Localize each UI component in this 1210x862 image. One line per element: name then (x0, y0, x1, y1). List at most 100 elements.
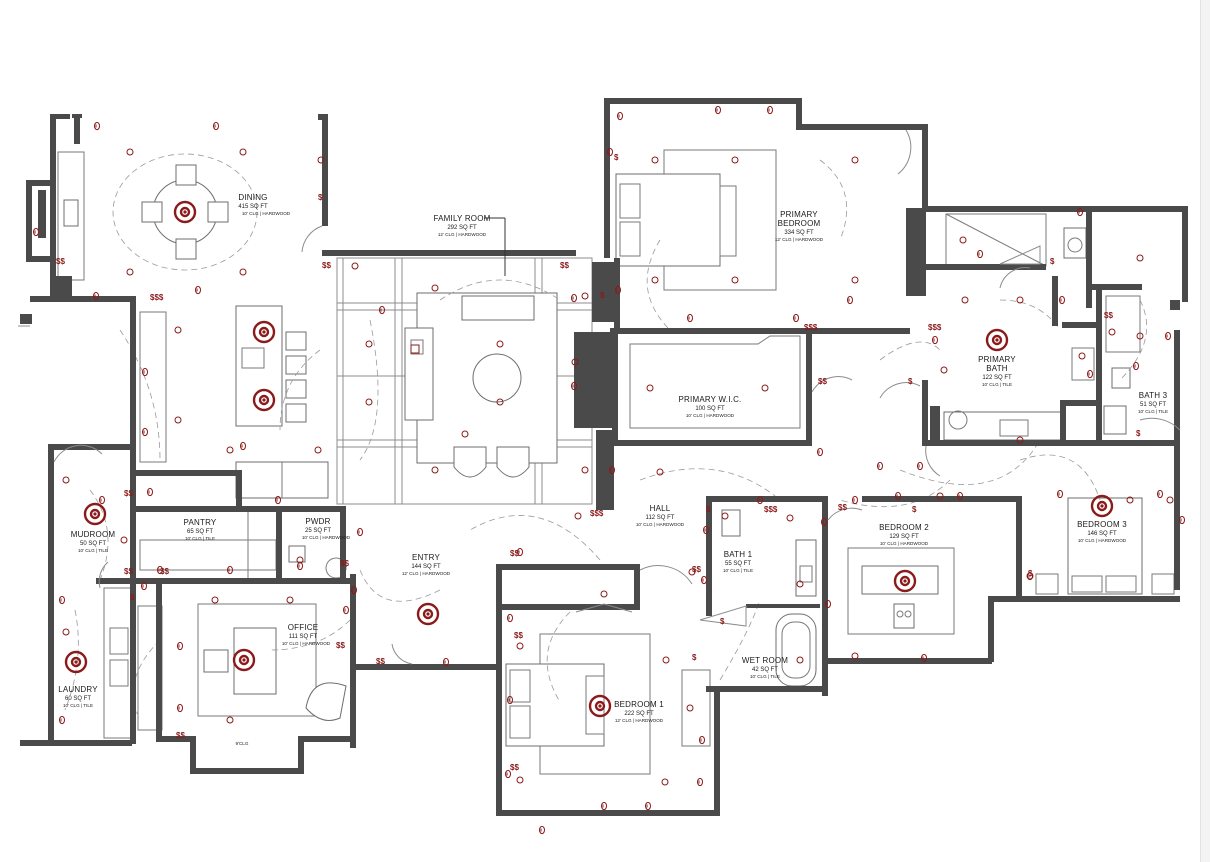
pendant-light-center (262, 330, 266, 334)
pendant-light (232, 648, 256, 672)
duplex-outlet (571, 381, 577, 391)
wall-switch: $ (318, 193, 323, 202)
wall-switch: $$ (322, 261, 331, 270)
recessed-light (651, 156, 659, 164)
room-area: 111 SQ FT (289, 634, 318, 640)
room-area: 25 SQ FT (305, 528, 331, 534)
pendant-light-center (995, 338, 999, 342)
room-ceiling: 10' CLG | TILE (750, 674, 780, 679)
duplex-outlet (703, 525, 709, 535)
pendant-light-ring (258, 394, 270, 406)
duplex-outlet (817, 447, 823, 457)
duplex-outlet (59, 715, 65, 725)
duplex-outlet (687, 313, 693, 323)
wall-switch: $$ (336, 641, 345, 650)
wall-switch: $$ (514, 631, 523, 640)
room-name: BEDROOM 1 (614, 700, 664, 709)
duplex-outlet (517, 547, 523, 557)
recessed-light (656, 468, 664, 476)
pendant-light-center (183, 210, 187, 214)
wall-switch: $$ (838, 503, 847, 512)
recessed-light (286, 596, 294, 604)
duplex-outlet (1027, 571, 1033, 581)
room-area: 51 SQ FT (1140, 402, 1166, 408)
recessed-light (600, 590, 608, 598)
pendant-light-center (262, 398, 266, 402)
duplex-outlet (93, 291, 99, 301)
wall-switch: $ (600, 291, 605, 300)
room-name: ENTRY (412, 553, 440, 562)
room-ceiling: 10' CLG | TILE (982, 382, 1012, 387)
chair (141, 201, 163, 223)
room-ceiling: 10' CLG | HARDWOOD (880, 541, 929, 546)
duplex-outlet (715, 105, 721, 115)
room-area: 146 SQ FT (1087, 531, 1117, 537)
recessed-light (461, 430, 469, 438)
wall-switch: $ (912, 505, 917, 514)
pendant-light-center (93, 512, 97, 516)
electrical-layer: $$$$$$$$$$$$$$$$$$$$$$$$$$$$$$$$$$$$$$$$… (33, 105, 1185, 835)
recessed-light (126, 268, 134, 276)
room-ceiling: 10' CLG | HARDWOOD (1078, 538, 1127, 543)
room-name: BEDROOM 2 (879, 523, 929, 532)
pendant-light-ring (1096, 500, 1108, 512)
recessed-light (496, 340, 504, 348)
duplex-outlet (539, 825, 545, 835)
room-name: PWDR (305, 517, 330, 526)
wall-switch: $ (720, 617, 725, 626)
wall-switch: $ (1050, 257, 1055, 266)
room-name: DINING (238, 193, 267, 202)
scrollbar-track[interactable] (1200, 0, 1210, 862)
wall-switch: $$ (160, 567, 169, 576)
recessed-light (686, 704, 694, 712)
duplex-outlet (142, 427, 148, 437)
room-area: 112 SQ FT (646, 515, 675, 521)
duplex-outlet (571, 293, 577, 303)
recessed-light (516, 642, 524, 650)
kitchen-island (235, 305, 283, 427)
pendant-light-ring (422, 608, 434, 620)
recessed-light (351, 262, 359, 270)
duplex-outlet (142, 367, 148, 377)
duplex-outlet (825, 599, 831, 609)
room-ceiling: 12' CLG | HARDWOOD (615, 718, 664, 723)
walls-layer (20, 98, 1188, 816)
duplex-outlet (275, 495, 281, 505)
duplex-outlet (852, 495, 858, 505)
recessed-light (940, 366, 948, 374)
recessed-light (731, 276, 739, 284)
recessed-light (296, 556, 304, 564)
recessed-light (721, 512, 729, 520)
duplex-outlet (213, 121, 219, 131)
duplex-outlet (379, 305, 385, 315)
wall-switch: $$ (510, 549, 519, 558)
wall-switch: $$$ (804, 323, 818, 332)
room-name: PRIMARY W.I.C. (679, 395, 742, 404)
duplex-outlet (1059, 295, 1065, 305)
recessed-light (1016, 436, 1024, 444)
duplex-outlet (877, 461, 883, 471)
duplex-outlet (33, 227, 39, 237)
recessed-light (174, 326, 182, 334)
recessed-light (959, 236, 967, 244)
recessed-light (226, 716, 234, 724)
recessed-light (581, 292, 589, 300)
room-area: 65 SQ FT (187, 529, 213, 535)
duplex-outlet (157, 565, 163, 575)
recessed-light (226, 446, 234, 454)
room-area: 50 SQ FT (80, 541, 106, 547)
room-ceiling: 10' CLG | HARDWOOD (282, 641, 331, 646)
recessed-light (365, 398, 373, 406)
room-area: 55 SQ FT (725, 561, 751, 567)
pendant-light (83, 502, 107, 526)
duplex-outlet (59, 595, 65, 605)
room-area: 122 SQ FT (982, 375, 1012, 381)
pendant-light-ring (70, 656, 82, 668)
pendant-light-ring (258, 326, 270, 338)
recessed-light (851, 276, 859, 284)
duplex-outlet (195, 285, 201, 295)
duplex-outlet (847, 295, 853, 305)
pendant-light (416, 602, 440, 626)
room-ceiling: 10' CLG | HARDWOOD (302, 535, 351, 540)
room-area: 129 SQ FT (889, 534, 919, 540)
